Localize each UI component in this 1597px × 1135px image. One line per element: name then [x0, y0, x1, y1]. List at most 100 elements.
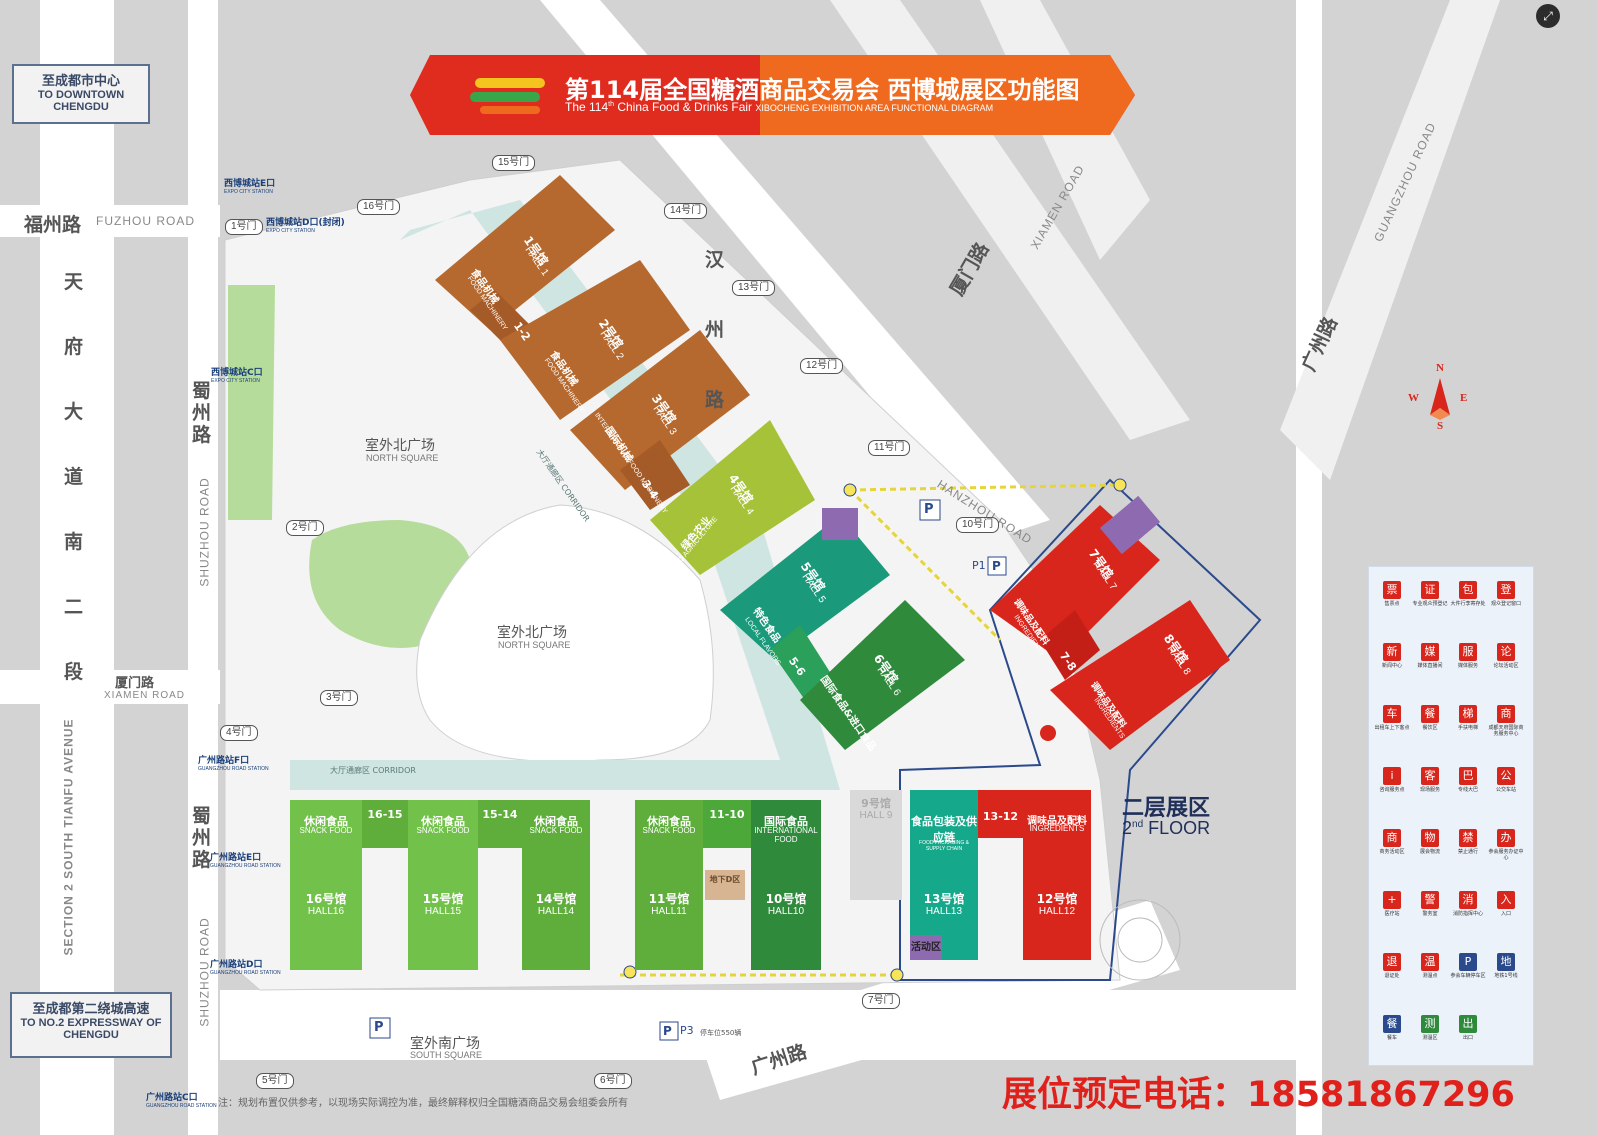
fire-icon: 消	[1459, 891, 1477, 909]
gate-7[interactable]: 7号门	[862, 993, 900, 1009]
legend-item: 餐餐车	[1373, 1015, 1411, 1041]
legend-label: 媒体服务	[1457, 663, 1478, 669]
gate-14[interactable]: 14号门	[664, 203, 708, 219]
parking-label-3: P	[374, 1020, 384, 1035]
service-icon: 客	[1421, 767, 1439, 785]
gate-1[interactable]: 1号门	[225, 219, 263, 235]
south-square-cn: 室外南广场	[410, 1036, 480, 1052]
legend-label: 专线大巴	[1457, 787, 1478, 793]
compass-w: W	[1408, 392, 1419, 404]
station-expo-d-en: EXPO CITY STATION	[266, 228, 315, 234]
legend-label: 测温区	[1422, 1035, 1438, 1041]
expand-icon[interactable]: ⤢	[1536, 4, 1560, 28]
legend-item: 餐餐饮区	[1411, 705, 1449, 731]
gate-5[interactable]: 5号门	[256, 1073, 294, 1089]
info-icon: i	[1383, 767, 1401, 785]
station-gz-e-cn: 广州路站E口	[210, 853, 262, 863]
legend-label: 大件行李寄存处	[1450, 601, 1486, 607]
parking-icon-4	[659, 1021, 679, 1041]
hall-15-zone: 休闲食品	[421, 815, 465, 828]
hall-12-name[interactable]: 12号馆	[1036, 892, 1078, 906]
gate-13[interactable]: 13号门	[732, 280, 776, 296]
gate-15[interactable]: 15号门	[492, 155, 536, 171]
legend-label: 出口	[1462, 1035, 1473, 1041]
escalator-icon: 梯	[1459, 705, 1477, 723]
business-area-icon: 商	[1383, 829, 1401, 847]
road-shuzhou-en-top: SHUZHOU ROAD	[197, 477, 212, 587]
gate-6[interactable]: 6号门	[594, 1073, 632, 1089]
fair-logo-icon	[470, 78, 545, 114]
hall-11-name[interactable]: 11号馆	[648, 892, 690, 906]
gate-11[interactable]: 11号门	[868, 440, 911, 456]
parking-label-p1: P1	[972, 559, 986, 572]
hall-12-zone: 调味品及配料	[1027, 816, 1087, 827]
legend-item: 论论坛活动区	[1487, 643, 1525, 669]
station-expo-c-cn: 西博城站C口	[211, 368, 263, 378]
hall-14-name[interactable]: 14号馆	[535, 892, 577, 906]
subtitle-small: XIBOCHENG EXHIBITION AREA FUNCTIONAL DIA…	[755, 103, 994, 113]
hall-16-zone: 休闲食品	[304, 815, 348, 828]
gate-2[interactable]: 2号门	[286, 520, 324, 536]
station-expo-c-en: EXPO CITY STATION	[211, 378, 260, 384]
station-gz-f-en: GUANGZHOU ROAD STATION	[198, 766, 269, 772]
hall-16-name[interactable]: 16号馆	[305, 892, 347, 906]
hall-11-zone: 休闲食品	[647, 815, 691, 828]
press-icon: 新	[1383, 643, 1401, 661]
second-floor-cn: 二层展区	[1122, 796, 1211, 821]
activity-area-label[interactable]: 活动区	[911, 942, 941, 953]
hall-14-en: HALL14	[537, 906, 575, 917]
legend-panel: 票售票点证专业观众预登记包大件行李寄存处登观众登记窗口新新闻中心媒媒体直播间服媒…	[1368, 566, 1534, 1066]
legend-item: 客现场服务	[1411, 767, 1449, 793]
gate-3[interactable]: 3号门	[320, 690, 358, 706]
no-entry-icon: 禁	[1459, 829, 1477, 847]
hall-15-name[interactable]: 15号馆	[422, 892, 464, 906]
info-point-icon	[1040, 725, 1056, 741]
hall-13-en: HALL13	[925, 906, 963, 917]
road-shuzhou-cn-top: 蜀州路	[192, 380, 212, 446]
station-gz-f-cn: 广州路站F口	[198, 756, 250, 766]
hall-13-name[interactable]: 13号馆	[923, 892, 965, 906]
hall-6-block	[800, 600, 965, 750]
hall-15-block	[408, 800, 478, 970]
hall-13-block	[910, 790, 978, 960]
legend-label: 观众登记窗口	[1490, 601, 1521, 607]
booking-phone[interactable]: 展位预定电话：18581867296	[1002, 1075, 1515, 1115]
legend-label: 专业观众预登记	[1412, 601, 1448, 607]
parking-icon-3	[369, 1017, 391, 1039]
north-square-en-1: NORTH SQUARE	[366, 453, 439, 463]
legend-label: 新闻中心	[1381, 663, 1402, 669]
legend-label: 成都天府国际商务服务中心	[1488, 725, 1524, 737]
gate-12[interactable]: 12号门	[800, 358, 844, 374]
station-expo-e-en: EXPO CITY STATION	[224, 189, 273, 195]
hall-9-name[interactable]: 9号馆	[861, 797, 891, 810]
south-square-en: SOUTH SQUARE	[410, 1050, 483, 1060]
hall-12-en: HALL12	[1038, 906, 1076, 917]
dining-car-icon: 餐	[1383, 1015, 1401, 1033]
gate-16[interactable]: 16号门	[357, 199, 401, 215]
compass-n: N	[1436, 362, 1444, 374]
station-expo-d-cn: 西博城站D口(封闭)	[266, 218, 345, 228]
legend-item: 入入口	[1487, 891, 1525, 917]
temp-icon: 温	[1421, 953, 1439, 971]
hall-16-block	[290, 800, 362, 970]
gate-4[interactable]: 4号门	[220, 725, 258, 741]
legend-label: 商务活动区	[1379, 849, 1405, 855]
underground-d-label[interactable]: 地下D区	[709, 875, 741, 884]
gate-10[interactable]: 10号门	[956, 517, 1000, 533]
hall-10-name[interactable]: 10号馆	[765, 892, 807, 906]
road-xiamen-cn: 厦门路	[115, 676, 155, 691]
legend-label: 公交车站	[1495, 787, 1516, 793]
legend-item: 禁禁止通行	[1449, 829, 1487, 855]
legend-label: 参会服务办证中心	[1488, 849, 1524, 861]
downtown-sign-cn: 至成都市中心	[41, 74, 120, 89]
parking-p3-note: 停车位550辆	[700, 1029, 742, 1037]
legend-label: 展会物流	[1419, 849, 1440, 855]
legend-label: 手扶电梯	[1457, 725, 1478, 731]
hall-15-zone-en: SNACK FOOD	[416, 826, 470, 835]
hall-7-8-connector	[1040, 610, 1100, 680]
subtitle-sup: th	[608, 101, 614, 108]
